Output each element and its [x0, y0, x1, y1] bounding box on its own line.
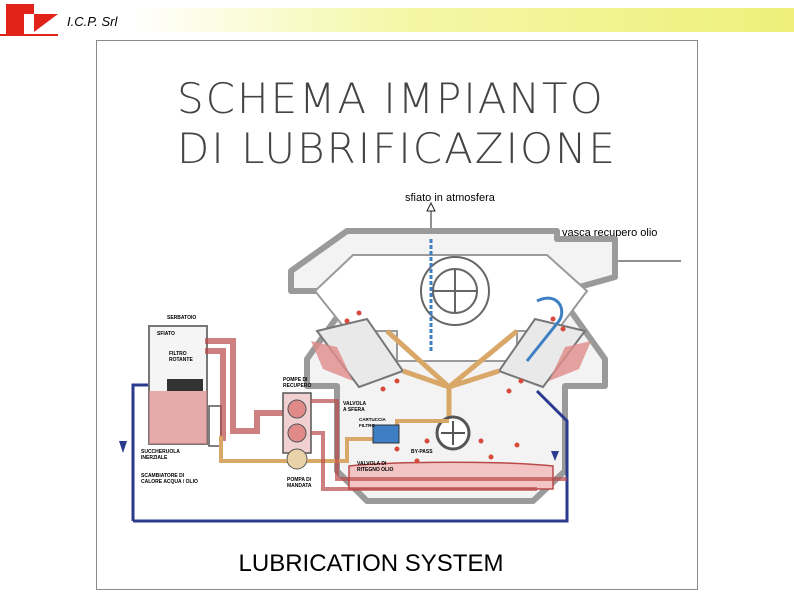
diagram-caption: LUBRICATION SYSTEM [238, 550, 504, 577]
label-serbatoio: SERBATOIO [167, 315, 196, 321]
left-head-oil [311, 341, 353, 381]
label-cartuccia-1: CARTUCCIA [359, 417, 386, 422]
label-valvola-sfera-1: VALVOLA [343, 401, 367, 407]
rotary-filter [167, 379, 203, 391]
right-cam-blue [525, 296, 564, 362]
label-succheruola-1: SUCCHERUOLA [141, 449, 180, 455]
company-name: I.C.P. Srl [67, 14, 118, 29]
label-bypass: BY-PASS [411, 449, 433, 455]
diagram-title-line-1: SCHEMA IMPIANTO [177, 74, 605, 123]
label-sfiato: SFIATO [157, 331, 175, 337]
feed-oil-v [385, 329, 519, 421]
diagram-title-line-2: DI LUBRIFICAZIONE [177, 124, 617, 173]
right-cylinder [497, 317, 587, 389]
label-filtro-2: ROTANTE [169, 357, 193, 363]
label-pompe-2: RECUPERO [283, 383, 311, 389]
label-succheruola-2: INERZIALE [141, 455, 168, 461]
label-valvola-sfera-2: A SFERA [343, 407, 365, 413]
label-valvola-ritegno-1: VALVOLA DI [357, 461, 387, 467]
label-scambiatore-1: SCAMBIATORE DI [141, 473, 185, 479]
vent-arrow-head [426, 201, 436, 212]
right-head-oil [549, 341, 591, 381]
tank-oil [149, 391, 207, 444]
label-pompa-mandata-2: MANDATA [287, 483, 312, 489]
header-gradient-bar [130, 8, 794, 32]
sump-oil [348, 461, 554, 490]
label-filtro-1: FILTRO [169, 351, 187, 357]
filter-cartridge [372, 424, 400, 444]
label-pompe-1: POMPE DI [283, 377, 308, 383]
scavenge-line [311, 399, 567, 491]
lubrication-diagram: SCHEMA IMPIANTO DI LUBRIFICAZIONE sfiato… [119, 74, 681, 523]
label-scambiatore-2: CALORE ACQUA / OLIO [141, 479, 198, 485]
company-logo [0, 0, 60, 40]
label-pompa-mandata-1: POMPA DI [287, 477, 312, 483]
lubrication-diagram-frame: SCHEMA IMPIANTO DI LUBRIFICAZIONE sfiato… [96, 40, 698, 590]
vent-label: sfiato in atmosfera [405, 192, 496, 204]
feed-pump [286, 448, 308, 470]
oil-drops [344, 310, 566, 464]
label-cartuccia-2: FILTRO [359, 423, 375, 428]
label-valvola-ritegno-2: RITEGNO OLIO [357, 467, 394, 473]
